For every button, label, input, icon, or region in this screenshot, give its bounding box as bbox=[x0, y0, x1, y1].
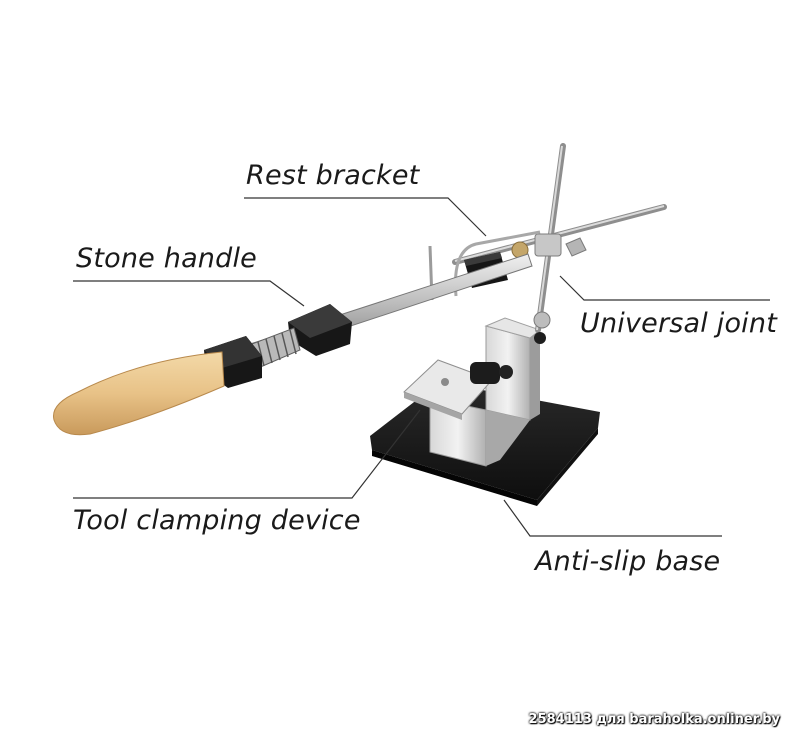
stone-handle-label: Stone handle bbox=[76, 243, 257, 274]
upright-bracket bbox=[429, 317, 542, 467]
anti-slip-leader bbox=[503, 499, 722, 537]
wooden-handle bbox=[53, 351, 225, 436]
stone-handle-block bbox=[288, 304, 352, 356]
watermark: 2584113 для baraholka.onliner.by bbox=[528, 712, 780, 727]
rest-bracket bbox=[428, 230, 541, 301]
rest-bracket-leader bbox=[244, 197, 487, 237]
universal-joint bbox=[511, 233, 587, 344]
tool-clamping-leader bbox=[73, 409, 421, 499]
universal-joint-label: Universal joint bbox=[580, 308, 777, 339]
tool-clamping-device bbox=[403, 359, 513, 420]
anti-slip-base-label: Anti-slip base bbox=[535, 546, 721, 577]
universal-joint-leader bbox=[559, 275, 770, 301]
rest-bracket-label: Rest bracket bbox=[246, 160, 420, 191]
leader-lines bbox=[73, 197, 770, 537]
stone-handle-leader bbox=[73, 280, 305, 307]
tool-clamping-device-label: Tool clamping device bbox=[73, 505, 361, 536]
